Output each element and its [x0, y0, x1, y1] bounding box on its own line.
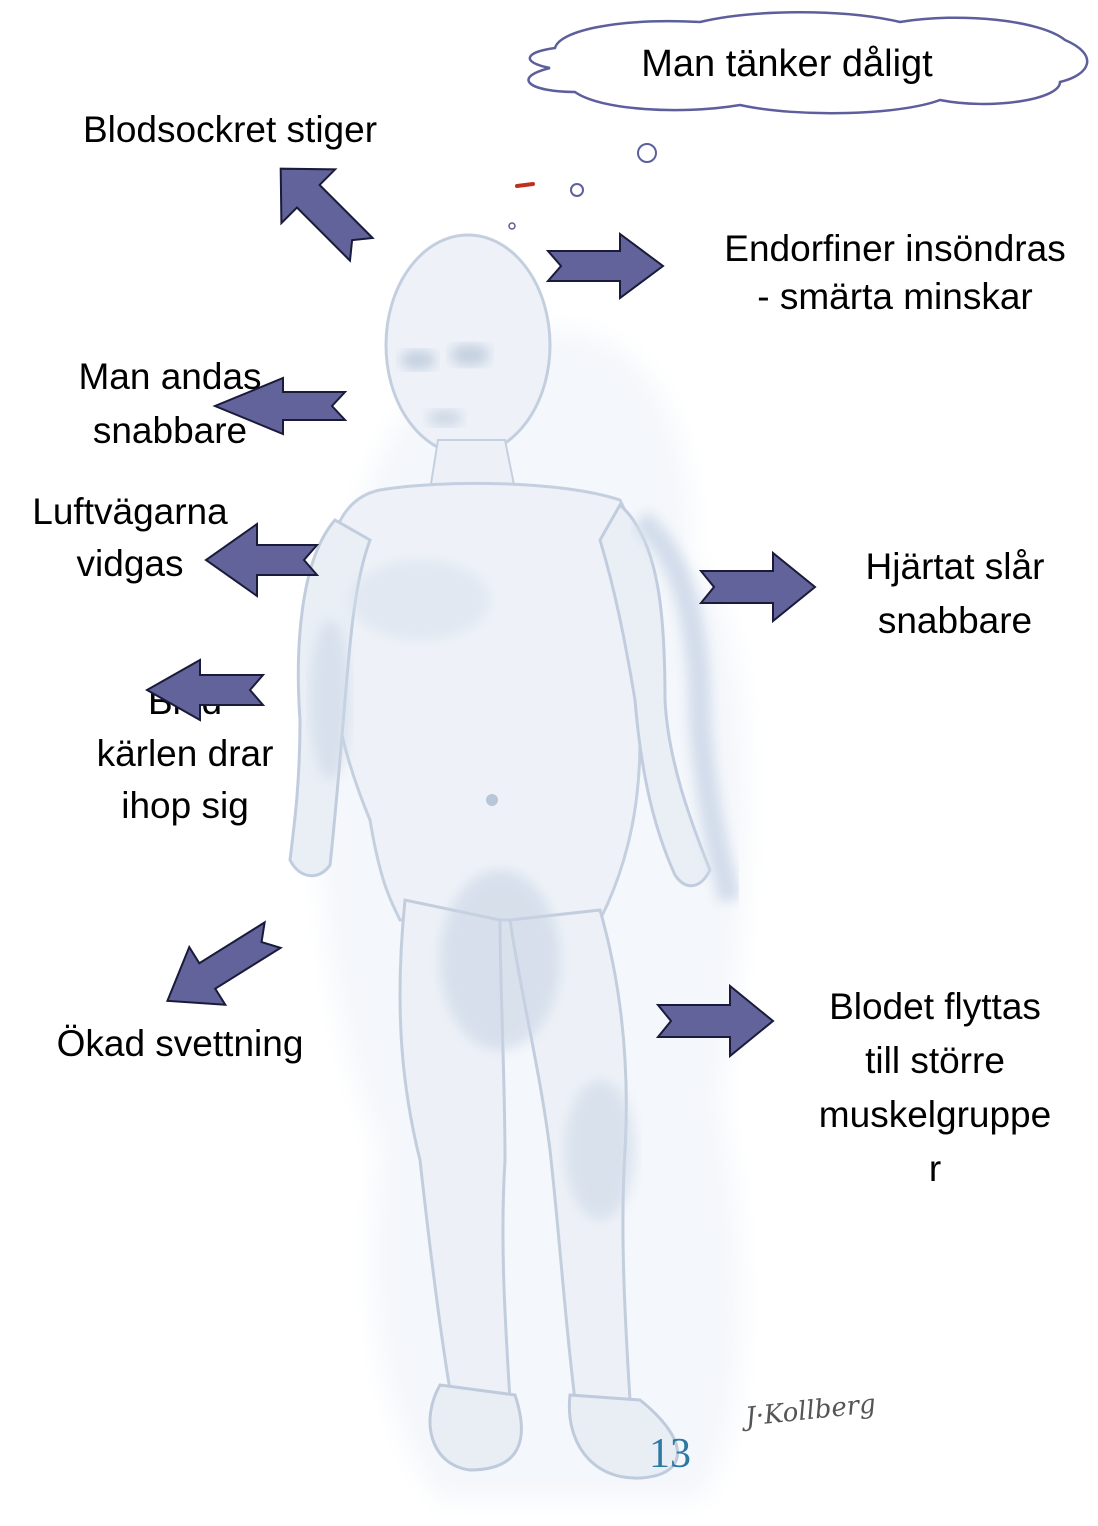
arrow-airways [206, 524, 317, 596]
arrow-sweat [149, 906, 290, 1029]
arrow-endorphins [548, 234, 663, 298]
arrow-blood-sugar [254, 142, 388, 276]
arrow-breathing [215, 378, 345, 434]
arrow-vessels [147, 660, 263, 720]
thought-text: Man tänker dåligt [612, 38, 962, 90]
page-number: 13 [635, 1430, 705, 1478]
arrow-heart [701, 553, 815, 621]
arrow-blood-flow [658, 986, 773, 1056]
